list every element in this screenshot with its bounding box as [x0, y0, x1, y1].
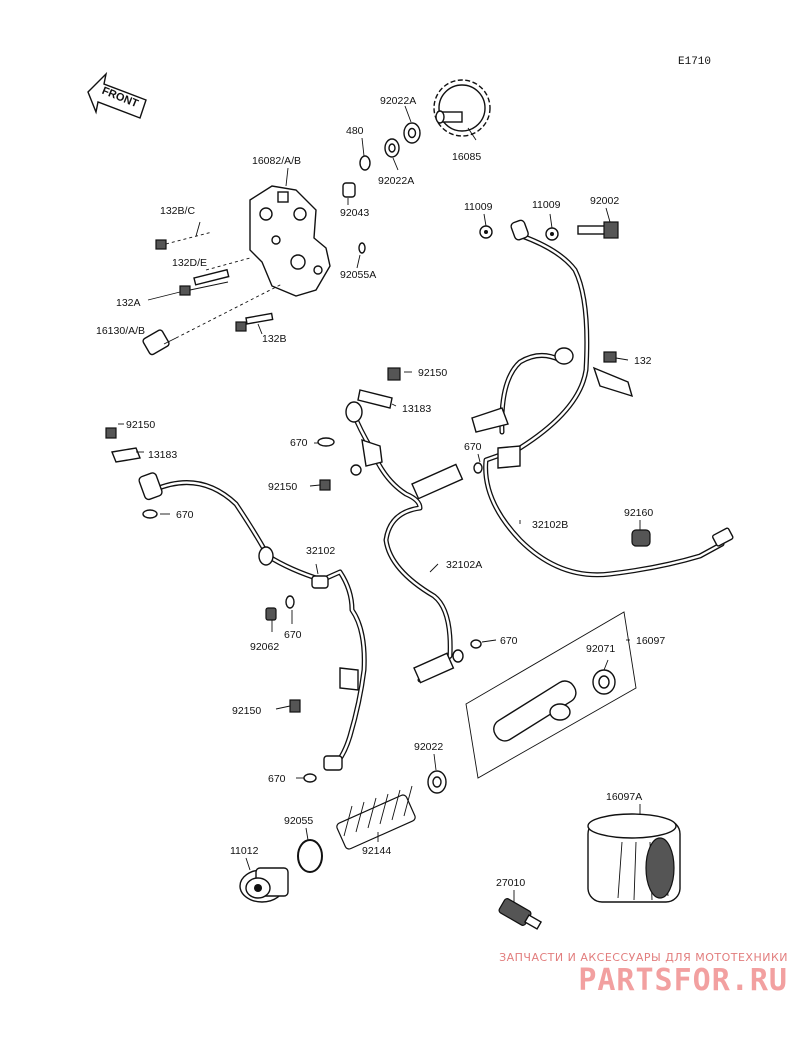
circlip-icon — [359, 155, 371, 171]
label-92160: 92160 — [624, 507, 653, 519]
label-670-right: 670 — [464, 441, 482, 453]
fitting-icon — [142, 329, 177, 356]
pin-icon — [342, 182, 356, 198]
watermark: ЗАПЧАСТИ И АКСЕССУАРЫ ДЛЯ МОТОТЕХНИКИ PA… — [499, 951, 788, 998]
watermark-caption: ЗАПЧАСТИ И АКСЕССУАРЫ ДЛЯ МОТОТЕХНИКИ — [499, 951, 788, 964]
label-11009-left: 11009 — [464, 201, 493, 213]
label-11009-right: 11009 — [532, 199, 561, 211]
label-16097: 16097 — [636, 635, 665, 647]
oil-pipe-32102-icon — [105, 423, 367, 783]
label-92150-mid: 92150 — [268, 481, 297, 493]
oil-pipe-32102b-icon — [471, 207, 734, 578]
label-32102b: 32102B — [532, 519, 568, 531]
bolt-icon — [155, 231, 213, 250]
label-670-left: 670 — [176, 509, 194, 521]
label-132: 132 — [634, 355, 652, 367]
label-92043: 92043 — [340, 207, 369, 219]
label-92150-lower: 92150 — [232, 705, 261, 717]
label-92144: 92144 — [362, 845, 391, 857]
label-132b: 132B — [262, 333, 287, 345]
label-32102a: 32102A — [446, 559, 482, 571]
label-13183-left: 13183 — [148, 449, 177, 461]
label-16130: 16130/A/B — [96, 325, 145, 337]
label-132a: 132A — [116, 297, 141, 309]
oil-filter-group — [239, 611, 681, 930]
oil-pressure-switch-icon — [498, 898, 543, 930]
label-92150-top: 92150 — [418, 367, 447, 379]
label-92150-left: 92150 — [126, 419, 155, 431]
o-ring-icon — [358, 242, 366, 254]
label-92022a-mid: 92022A — [378, 175, 414, 187]
label-92022a-top: 92022A — [380, 95, 416, 107]
label-480: 480 — [346, 125, 364, 137]
spring-icon — [336, 785, 416, 850]
front-arrow-icon: FRONT — [87, 71, 147, 119]
watermark-logo: PARTSFOR.RU — [578, 963, 788, 998]
label-92055a: 92055A — [340, 269, 376, 281]
label-92062: 92062 — [250, 641, 279, 653]
label-92002: 92002 — [590, 195, 619, 207]
label-13183-top: 13183 — [402, 403, 431, 415]
oil-pump-group — [142, 79, 491, 356]
oil-pump-body-icon — [249, 185, 331, 297]
label-92022: 92022 — [414, 741, 443, 753]
label-92071: 92071 — [586, 643, 615, 655]
label-92055: 92055 — [284, 815, 313, 827]
label-670-lower: 670 — [500, 635, 518, 647]
label-670-pipe: 670 — [284, 629, 302, 641]
label-16085: 16085 — [452, 151, 481, 163]
oil-filter-icon — [587, 813, 681, 903]
diagram-code: E1710 — [678, 56, 711, 68]
label-16082: 16082/A/B — [252, 155, 301, 167]
bolt-icon — [179, 268, 230, 296]
label-132de: 132D/E — [172, 257, 207, 269]
drain-plug-icon — [239, 867, 289, 903]
label-27010: 27010 — [496, 877, 525, 889]
label-16097a: 16097A — [606, 791, 642, 803]
label-670-bottom: 670 — [268, 773, 286, 785]
oil-pipe-32102a-icon — [309, 367, 497, 684]
sprocket-icon — [433, 79, 491, 137]
label-670-mid: 670 — [290, 437, 308, 449]
label-32102: 32102 — [306, 545, 335, 557]
label-132bc: 132B/C — [160, 205, 195, 217]
label-11012: 11012 — [230, 845, 259, 857]
bolt-icon — [235, 312, 274, 332]
